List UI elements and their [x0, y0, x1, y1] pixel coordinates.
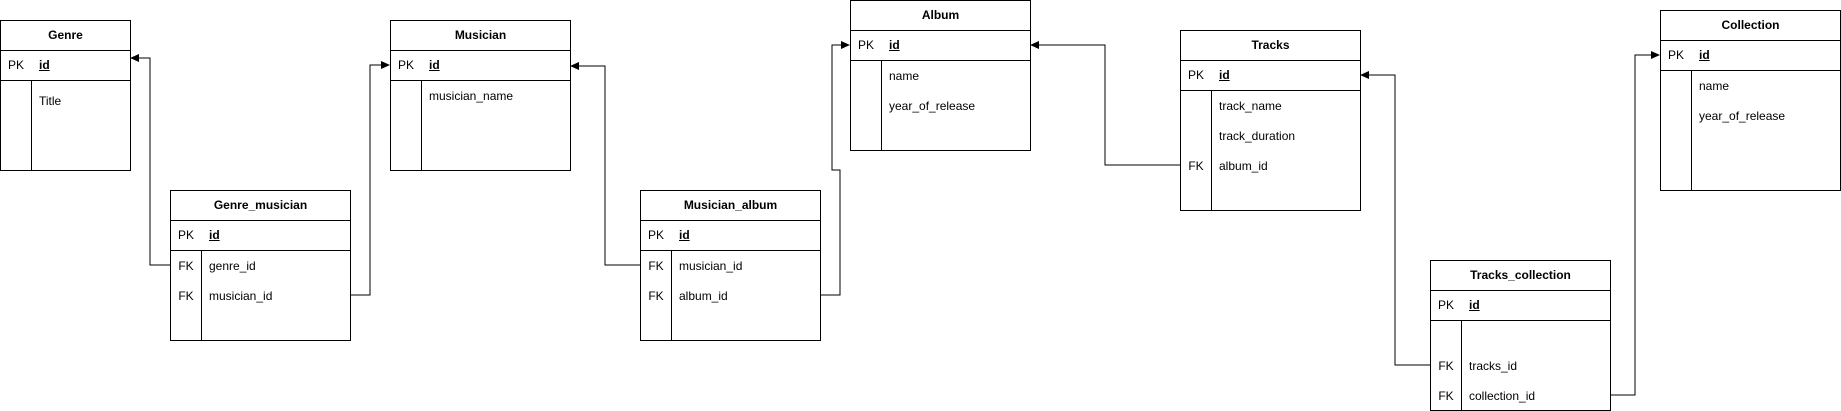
- field-name: id: [1469, 298, 1480, 312]
- field-name: musician_id: [209, 289, 273, 303]
- field-row: name: [1661, 71, 1840, 101]
- column-divider: [201, 251, 202, 340]
- key-label: FK: [648, 259, 664, 273]
- key-label: FK: [648, 289, 664, 303]
- field-row: musician_name: [391, 81, 570, 111]
- field-row: Title: [1, 86, 130, 116]
- column-divider: [671, 251, 672, 340]
- field-name: track_name: [1219, 99, 1282, 113]
- field-name: year_of_release: [889, 99, 976, 113]
- key-label: FK: [1438, 359, 1454, 373]
- entity-title: Musician_album: [641, 191, 820, 221]
- primary-key-row: PK id: [851, 31, 1030, 61]
- primary-key-row: PK id: [1431, 291, 1610, 321]
- field-name: Title: [39, 94, 62, 108]
- column-divider: [1691, 71, 1692, 190]
- key-label: PK: [647, 228, 664, 242]
- link-genre-musician-musician_id: [350, 61, 390, 296]
- field-name: id: [889, 38, 900, 52]
- field-name: name: [1699, 79, 1730, 93]
- key-label: PK: [7, 58, 24, 72]
- field-row: year_of_release: [1661, 101, 1840, 131]
- field-row: FK collection_id: [1431, 381, 1610, 411]
- entity-title: Musician: [391, 21, 570, 51]
- key-label: PK: [177, 228, 194, 242]
- entity-musician-album[interactable]: Musician_album PK id FK musician_id FK a…: [640, 190, 821, 341]
- key-label: PK: [1437, 298, 1454, 312]
- entity-title: Genre: [1, 21, 130, 51]
- entity-title: Genre_musician: [171, 191, 350, 221]
- key-label: PK: [1187, 68, 1204, 82]
- primary-key-row: PK id: [391, 51, 570, 81]
- primary-key-row: PK id: [1661, 41, 1840, 71]
- field-row: FK genre_id: [171, 251, 350, 281]
- key-label: PK: [1667, 48, 1684, 62]
- link-genre-musician-genre_id: [130, 54, 171, 266]
- field-name: collection_id: [1469, 389, 1536, 403]
- field-row: FK tracks_id: [1431, 351, 1610, 381]
- link-tracks-collection-tracks_id: [1360, 71, 1430, 366]
- primary-key-row: PK id: [171, 221, 350, 251]
- field-row: FK album_id: [1181, 151, 1360, 181]
- entity-title: Album: [851, 1, 1030, 31]
- link-tracks-collection-collection_id: [1610, 51, 1660, 396]
- entity-genre[interactable]: Genre PK id Title: [0, 20, 131, 171]
- column-divider: [881, 61, 882, 150]
- key-label: PK: [857, 38, 874, 52]
- field-row: year_of_release: [851, 91, 1030, 121]
- field-name: id: [1219, 68, 1230, 82]
- entity-title: Tracks_collection: [1431, 261, 1610, 291]
- primary-key-row: PK id: [1, 51, 130, 81]
- field-name: musician_name: [429, 89, 514, 103]
- field-name: id: [679, 228, 690, 242]
- entity-title: Tracks: [1181, 31, 1360, 61]
- field-name: tracks_id: [1469, 359, 1518, 373]
- key-label: FK: [1188, 159, 1204, 173]
- entity-tracks-collection[interactable]: Tracks_collection PK id FK tracks_id FK …: [1430, 260, 1611, 411]
- entity-genre-musician[interactable]: Genre_musician PK id FK genre_id FK musi…: [170, 190, 351, 341]
- key-label: FK: [1438, 389, 1454, 403]
- key-label: FK: [178, 289, 194, 303]
- field-row: FK album_id: [641, 281, 820, 311]
- key-label: FK: [178, 259, 194, 273]
- field-row: FK musician_id: [641, 251, 820, 281]
- field-name: id: [209, 228, 220, 242]
- field-row: track_name: [1181, 91, 1360, 121]
- key-label: PK: [397, 58, 414, 72]
- primary-key-row: PK id: [1181, 61, 1360, 91]
- entity-musician[interactable]: Musician PK id musician_name: [390, 20, 571, 171]
- link-musician-album-album_id: [820, 41, 850, 296]
- entity-title: Collection: [1661, 11, 1840, 41]
- field-name: id: [1699, 48, 1710, 62]
- column-divider: [31, 81, 32, 170]
- entity-album[interactable]: Album PK id name year_of_release: [850, 0, 1031, 151]
- link-musician-album-musician_id: [570, 62, 641, 266]
- link-tracks-album_id: [1030, 41, 1181, 166]
- field-name: id: [39, 58, 50, 72]
- field-name: album_id: [1219, 159, 1268, 173]
- field-name: album_id: [679, 289, 728, 303]
- column-divider: [1461, 321, 1462, 410]
- field-row: track_duration: [1181, 121, 1360, 151]
- field-row: name: [851, 61, 1030, 91]
- column-divider: [1211, 91, 1212, 210]
- entity-tracks[interactable]: Tracks PK id track_name track_duration F…: [1180, 30, 1361, 211]
- field-name: year_of_release: [1699, 109, 1786, 123]
- entity-collection[interactable]: Collection PK id name year_of_release: [1660, 10, 1841, 191]
- primary-key-row: PK id: [641, 221, 820, 251]
- column-divider: [421, 81, 422, 170]
- field-name: track_duration: [1219, 129, 1296, 143]
- field-row: FK musician_id: [171, 281, 350, 311]
- field-name: name: [889, 69, 920, 83]
- field-name: genre_id: [209, 259, 256, 273]
- field-name: musician_id: [679, 259, 743, 273]
- field-name: id: [429, 58, 440, 72]
